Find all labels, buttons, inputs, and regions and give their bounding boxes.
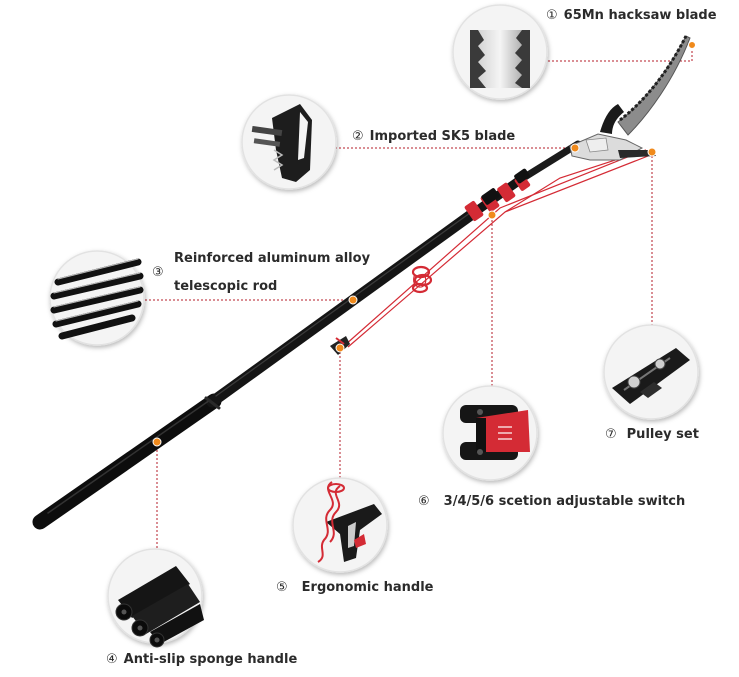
callout-hacksaw-blade: ① 65Mn hacksaw blade [546,8,717,24]
callout-number: ② [352,129,364,144]
callout-sponge-handle: ④ Anti-slip sponge handle [106,652,297,668]
ergonomic-handle-icon [317,481,382,563]
callout-ergonomic-handle: ⑤ Ergonomic handle [276,580,433,596]
callout-text: Pulley set [626,427,699,442]
callout-text: Imported SK5 blade [369,129,516,144]
sponge-handle-icon [115,566,204,648]
callout-text: Ergonomic handle [301,580,434,595]
adjustable-switch-icon [460,405,530,460]
callout-number: ③ [152,265,164,280]
callout-number: ④ [106,652,118,667]
callout-text: 65Mn hacksaw blade [563,8,717,23]
grip-section [32,393,222,530]
callout-sk5-blade: ② Imported SK5 blade [352,129,515,145]
callout-dots [152,41,696,447]
saw-head [569,35,691,161]
sk5-blade-icon [251,104,312,182]
rope-coil [411,265,433,294]
rod-tubes-icon [50,258,144,340]
callout-text: 3/4/5/6 scetion adjustable switch [443,494,686,509]
callout-number: ⑥ [418,494,430,509]
callout-text: Reinforced aluminum alloy [174,251,371,266]
callout-number: ⑤ [276,580,288,595]
lock-collars [464,168,531,222]
callout-pulley-set: ⑦ Pulley set [605,427,699,443]
hacksaw-teeth-icon [470,30,530,88]
pulley-set-icon [612,348,690,404]
mid-section [206,206,481,408]
callout-number: ① [546,8,558,23]
callout-text: Anti-slip sponge handle [123,652,298,667]
callout-text-line2: telescopic rod [174,279,278,294]
callout-number: ⑦ [605,427,617,442]
pull-rope [344,149,649,348]
leader-hacksaw [548,45,693,62]
leader-lines [145,45,693,548]
callout-telescopic-rod: ③ Reinforced aluminum alloy telescopic r… [152,251,370,295]
callout-adjustable-switch: ⑥ 3/4/5/6 scetion adjustable switch [418,494,685,510]
